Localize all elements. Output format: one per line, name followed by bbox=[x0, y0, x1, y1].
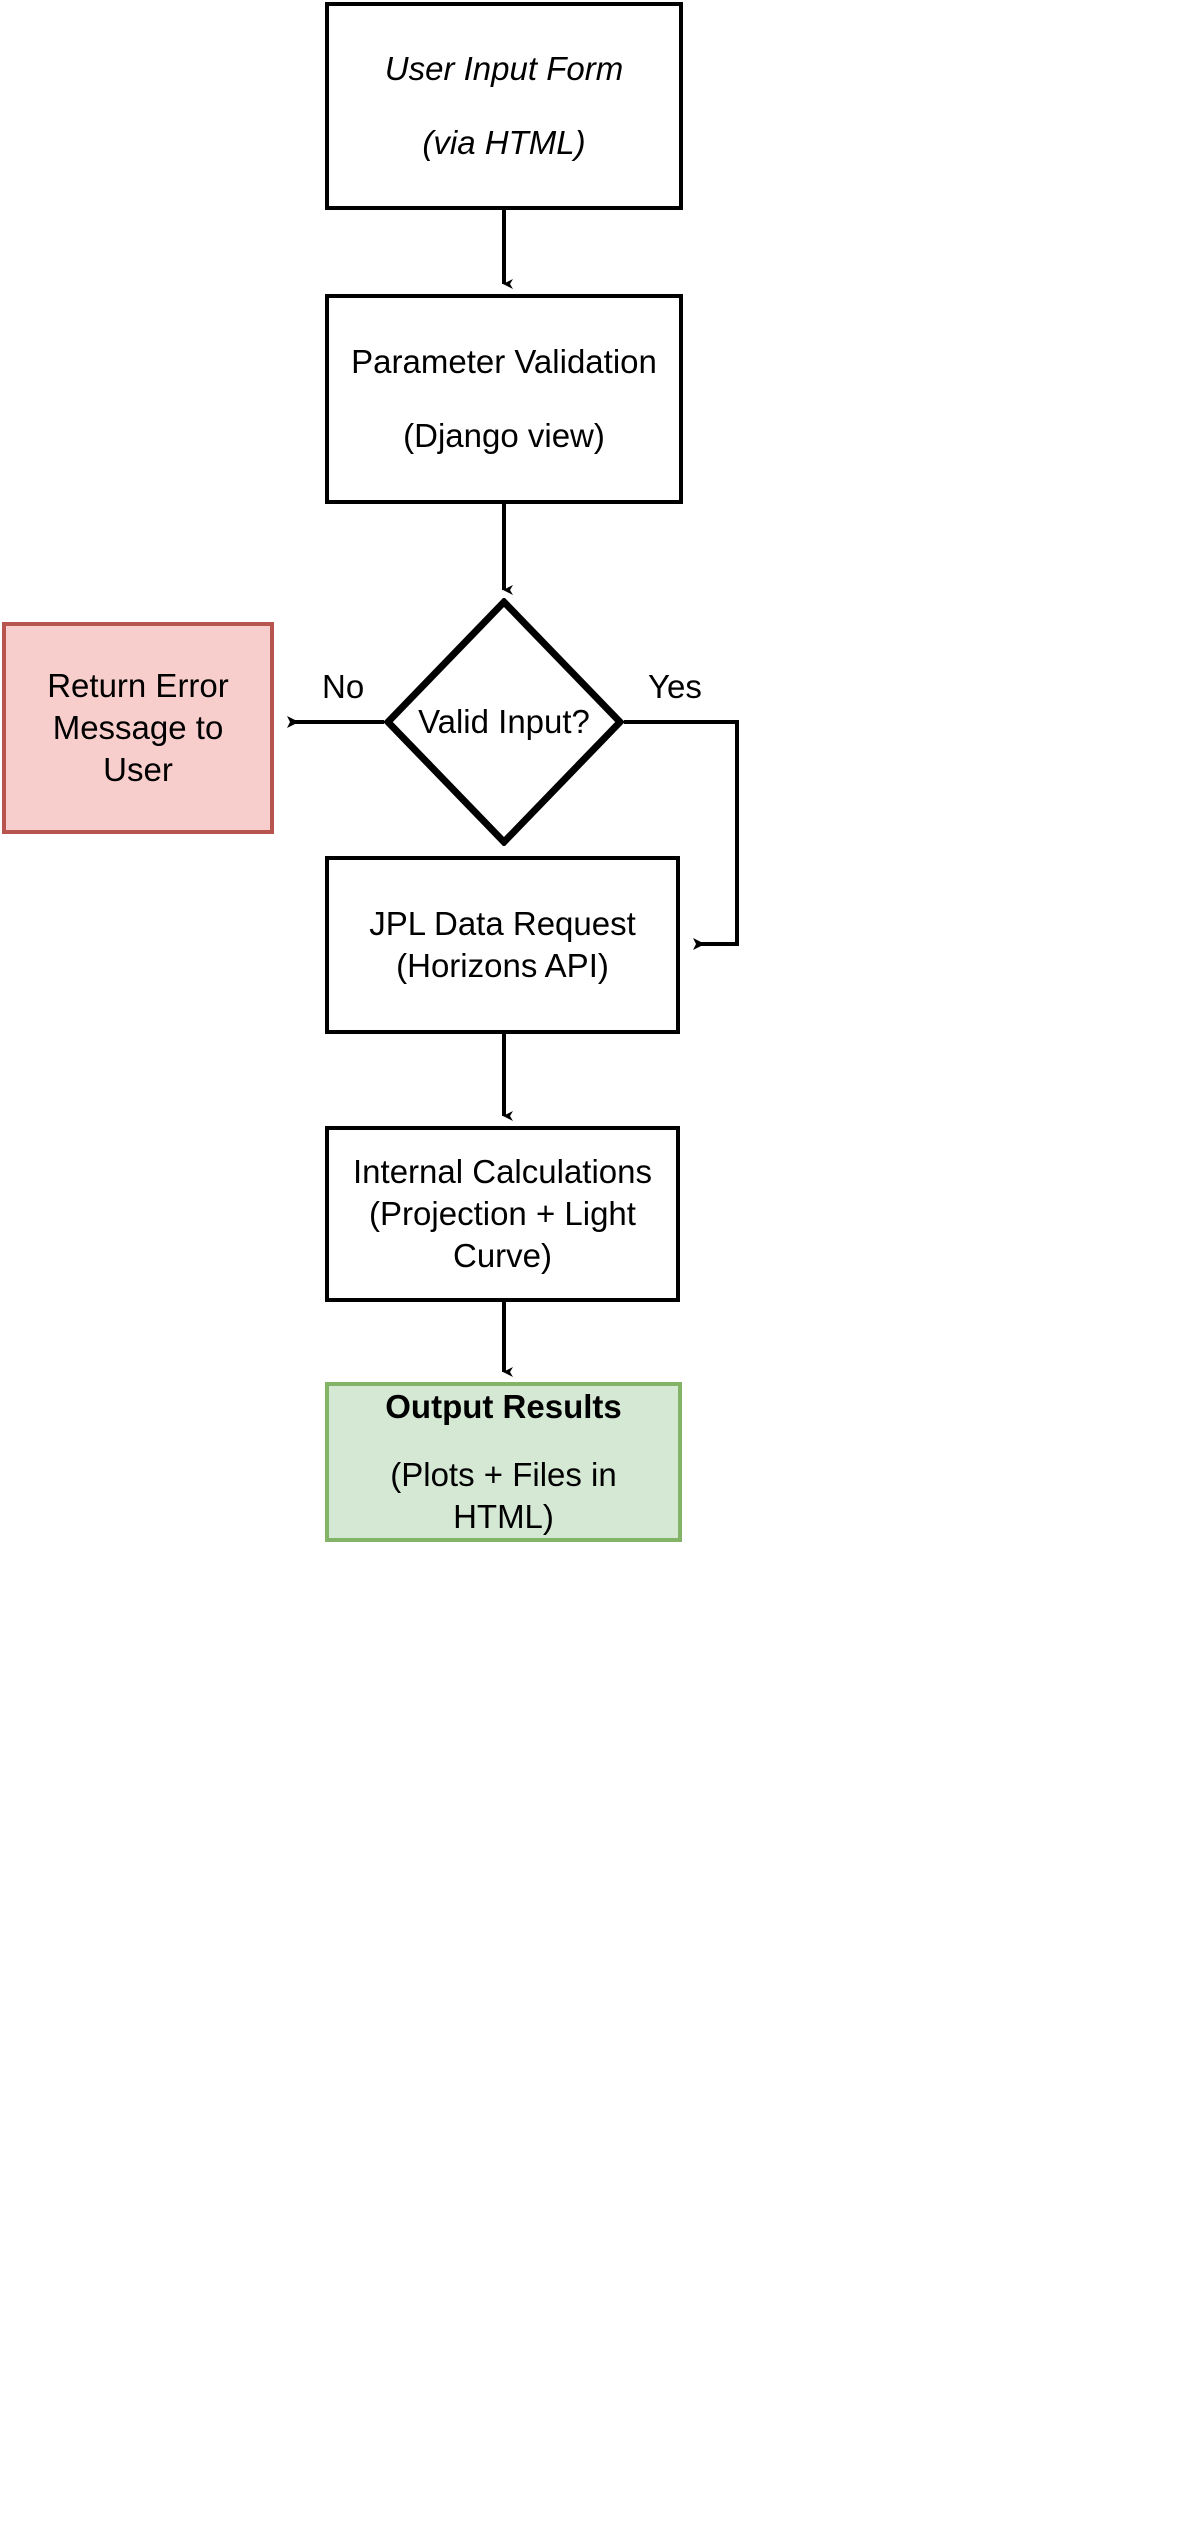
node-output-results-line2: (Plots + Files in bbox=[390, 1455, 617, 1493]
node-internal-calc-line1: Internal Calculations bbox=[353, 1152, 652, 1190]
node-jpl-data-request[interactable]: JPL Data Request (Horizons API) bbox=[325, 856, 680, 1034]
node-error-line2: Message to bbox=[52, 708, 224, 746]
node-output-results[interactable]: Output Results (Plots + Files in HTML) bbox=[325, 1382, 682, 1542]
node-decision-label: Valid Input? bbox=[418, 703, 590, 740]
node-return-error-message[interactable]: Return Error Message to User bbox=[2, 622, 274, 834]
node-parameter-validation[interactable]: Parameter Validation (Django view) bbox=[325, 294, 683, 504]
node-jpl-line2: (Horizons API) bbox=[396, 947, 609, 984]
node-internal-calc-line3: Curve) bbox=[452, 1237, 553, 1275]
node-error-line3: User bbox=[103, 751, 173, 789]
node-user-input-line2: (via HTML) bbox=[422, 123, 586, 161]
diamond-shape bbox=[384, 598, 624, 846]
node-output-results-line3: HTML) bbox=[453, 1497, 554, 1535]
node-internal-calculations[interactable]: Internal Calculations (Projection + Ligh… bbox=[325, 1126, 680, 1302]
node-jpl-line1: JPL Data Request bbox=[369, 904, 636, 942]
edge-label-yes: Yes bbox=[648, 668, 702, 705]
node-user-input-line1: User Input Form bbox=[384, 50, 624, 88]
node-user-input-form[interactable]: User Input Form (via HTML) bbox=[325, 2, 683, 210]
node-internal-calc-line2: (Projection + Light bbox=[369, 1194, 636, 1232]
node-output-results-line1: Output Results bbox=[385, 1388, 622, 1425]
node-parameter-validation-line1: Parameter Validation bbox=[351, 343, 657, 381]
node-parameter-validation-line2: (Django view) bbox=[403, 416, 605, 454]
node-error-line1: Return Error bbox=[47, 666, 229, 704]
edge-label-no: No bbox=[322, 668, 365, 705]
node-decision-valid-input[interactable]: Valid Input? bbox=[384, 598, 624, 846]
